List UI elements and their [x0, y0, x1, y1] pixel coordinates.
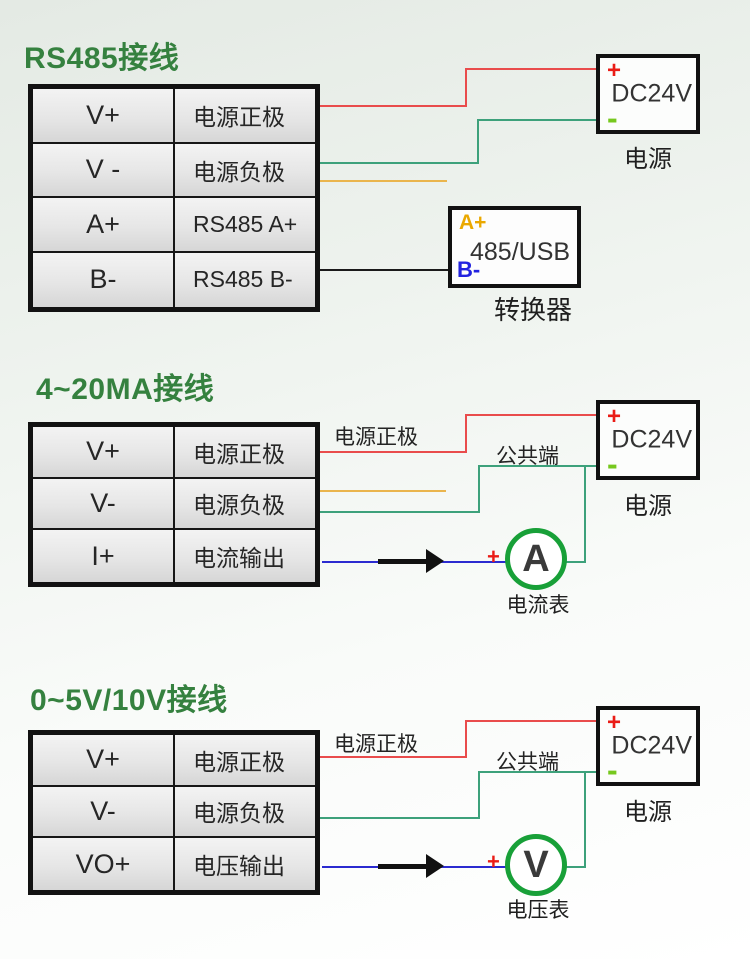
ammeter-symbol: A [522, 537, 550, 580]
power-supply-box: + DC24V - [596, 54, 700, 134]
pin-cell: V+ [33, 89, 175, 144]
minus-terminal: - [607, 752, 618, 788]
red-wire-segment [320, 756, 467, 758]
pin-cell: I+ [33, 530, 175, 582]
pin-cell: V- [33, 786, 175, 839]
red-wire-segment [465, 414, 596, 416]
voltmeter-icon: V [505, 834, 567, 896]
usb-converter-box: A+ 485/USB B- [448, 206, 581, 288]
minus-terminal: - [607, 446, 618, 482]
plus-terminal: + [607, 57, 622, 84]
ammeter-icon: A [505, 528, 567, 590]
rs485-pin-table: V+ 电源正极 V - 电源负极 A+ RS485 A+ B- RS485 B- [28, 84, 320, 312]
desc-cell: RS485 B- [175, 252, 315, 307]
orange-wire-segment [320, 180, 447, 182]
desc-cell: 电源负极 [175, 478, 315, 531]
desc-cell: 电源负极 [175, 143, 315, 198]
voltmeter-symbol: V [523, 843, 549, 886]
green-wire-segment [478, 465, 480, 513]
power-supply-label: DC24V [611, 79, 692, 108]
green-wire-segment [478, 771, 480, 819]
meter-plus-label: + [487, 544, 500, 569]
black-wire-segment [320, 269, 450, 271]
section-title-0-5v-10v: 0~5V/10V接线 [30, 684, 228, 717]
red-wire-segment [465, 720, 596, 722]
flow-arrow-icon [378, 854, 444, 878]
power-supply-caption: 电源 [624, 493, 672, 520]
desc-cell: 电源正极 [175, 735, 315, 787]
positive-wire-label: 电源正极 [334, 426, 418, 449]
pin-cell: V - [33, 143, 175, 198]
ammeter-caption: 电流表 [506, 594, 570, 617]
green-wire-segment [584, 465, 586, 563]
power-supply-box: + DC24V - [596, 706, 700, 786]
red-wire-segment [320, 451, 467, 453]
common-wire-label: 公共端 [496, 751, 559, 774]
green-wire-segment [562, 561, 586, 563]
power-supply-label: DC24V [611, 425, 692, 454]
desc-cell: 电源正极 [175, 89, 315, 144]
positive-wire-label: 电源正极 [334, 733, 418, 756]
orange-wire-segment [320, 490, 446, 492]
converter-name: 485/USB [470, 238, 571, 266]
power-supply-caption: 电源 [624, 799, 672, 826]
terminal-a-label: A+ [459, 211, 487, 234]
meter-plus-label: + [487, 849, 500, 874]
pin-cell: VO+ [33, 838, 175, 890]
green-wire-segment [478, 465, 596, 467]
power-supply-box: + DC24V - [596, 400, 700, 480]
common-wire-label: 公共端 [496, 445, 559, 468]
green-wire-segment [477, 119, 479, 164]
pin-cell: V+ [33, 735, 175, 787]
current-pin-table: V+ 电源正极 V- 电源负极 I+ 电流输出 [28, 422, 320, 587]
desc-cell: 电源正极 [175, 427, 315, 479]
section-title-4-20ma: 4~20MA接线 [36, 373, 215, 406]
red-wire-segment [465, 68, 467, 107]
red-wire-segment [465, 68, 596, 70]
section-title-rs485: RS485接线 [24, 42, 180, 75]
terminal-b-label: B- [457, 257, 481, 282]
green-wire-segment [477, 119, 596, 121]
power-supply-caption: 电源 [624, 146, 672, 173]
green-wire-segment [320, 817, 480, 819]
desc-cell: 电流输出 [175, 530, 315, 582]
voltage-pin-table: V+ 电源正极 V- 电源负极 VO+ 电压输出 [28, 730, 320, 895]
green-wire-segment [320, 162, 479, 164]
power-supply-label: DC24V [611, 731, 692, 760]
plus-terminal: + [607, 403, 622, 430]
green-wire-segment [320, 511, 480, 513]
arrow-shaft [378, 864, 426, 869]
voltmeter-caption: 电压表 [506, 899, 570, 922]
arrow-head [426, 549, 444, 573]
red-wire-segment [465, 720, 467, 758]
desc-cell: 电源负极 [175, 786, 315, 839]
pin-cell: V- [33, 478, 175, 531]
pin-cell: V+ [33, 427, 175, 479]
green-wire-segment [478, 771, 596, 773]
pin-cell: B- [33, 252, 175, 307]
minus-terminal: - [607, 100, 618, 136]
green-wire-segment [562, 866, 586, 868]
plus-terminal: + [607, 709, 622, 736]
pin-cell: A+ [33, 198, 175, 253]
green-wire-segment [584, 771, 586, 868]
arrow-head [426, 854, 444, 878]
red-wire-segment [320, 105, 467, 107]
desc-cell: RS485 A+ [175, 198, 315, 253]
red-wire-segment [465, 414, 467, 453]
converter-caption: 转换器 [494, 295, 573, 325]
arrow-shaft [378, 559, 426, 564]
flow-arrow-icon [378, 549, 444, 573]
desc-cell: 电压输出 [175, 838, 315, 890]
